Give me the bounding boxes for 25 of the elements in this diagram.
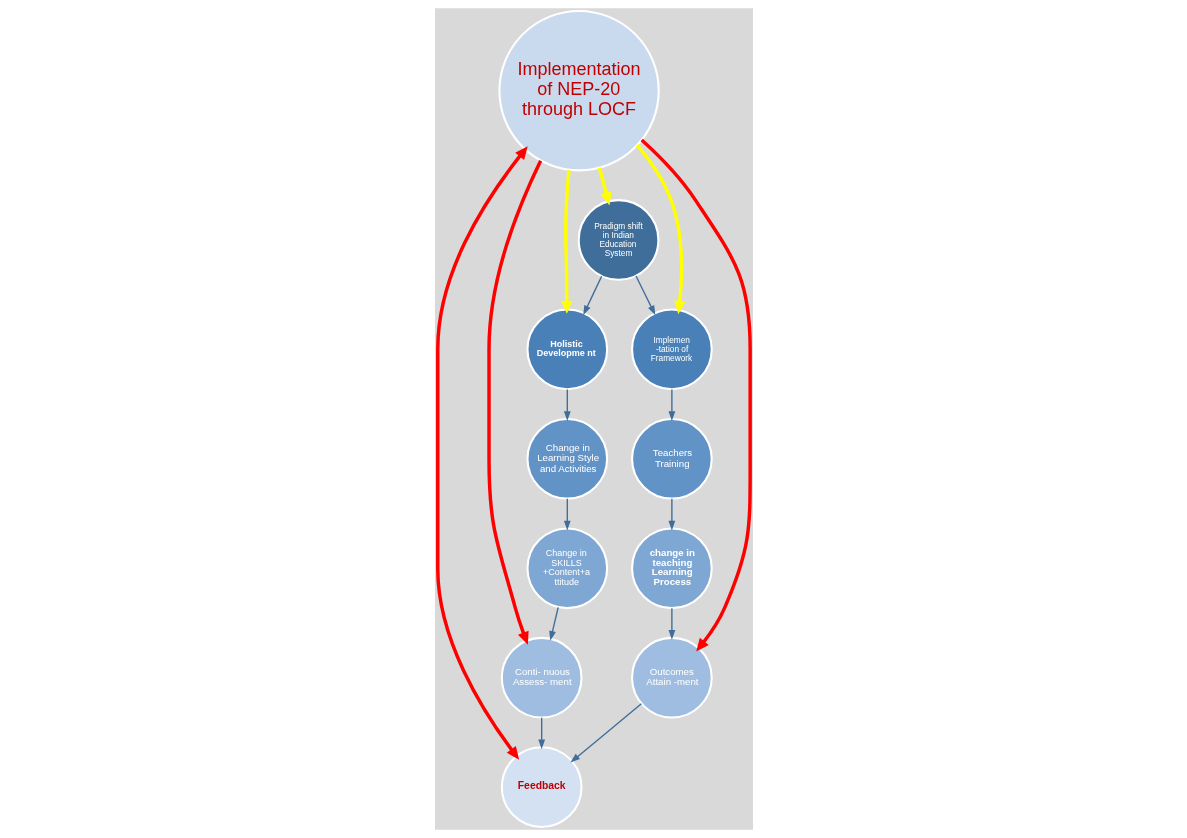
node-circle: Holistic Developme nt — [525, 308, 608, 391]
arrow — [635, 144, 685, 315]
arrow — [634, 275, 655, 316]
arrow — [563, 498, 571, 531]
arrow — [435, 146, 528, 760]
arrow — [560, 169, 572, 314]
node-circle: Implementation of NEP-20 through LOCF — [497, 10, 660, 172]
node-circle: change in teaching Learning Process — [630, 527, 713, 610]
node-circle: Change in SKILLS +Content+a ttitude — [525, 527, 608, 610]
arrow — [640, 138, 752, 652]
node-circle: Implemen -tation of Framework — [630, 308, 713, 391]
node-circle: Change in Learning Style and Activities — [525, 417, 608, 500]
arrow — [569, 703, 642, 763]
arrow — [537, 717, 545, 750]
node-circle: Teachers Training — [630, 417, 713, 500]
arrow — [668, 498, 675, 531]
node-circle: Pradigm shift in Indian Education System — [577, 199, 659, 281]
arrow — [582, 275, 602, 316]
arrow — [668, 607, 675, 640]
arrow — [597, 167, 612, 206]
node-circle: Conti- nuous Assess- ment — [500, 636, 583, 719]
arrow — [668, 388, 675, 421]
arrow — [548, 606, 559, 641]
arrow — [563, 388, 571, 421]
arrow — [486, 159, 542, 645]
